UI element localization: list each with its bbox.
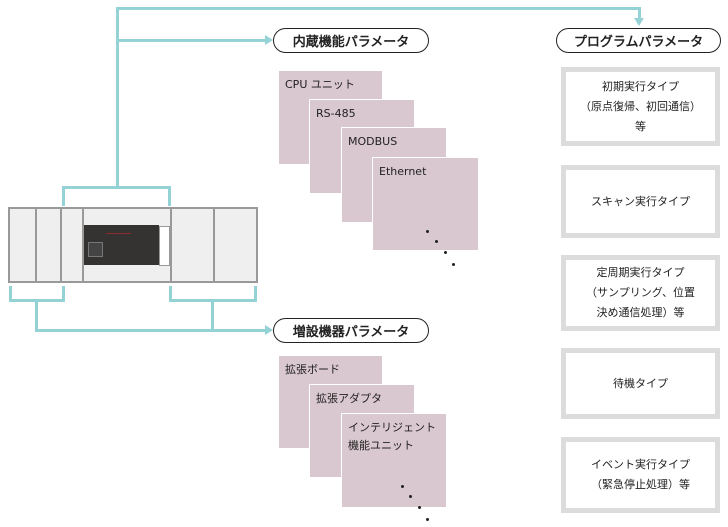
program-type-standby: 待機タイプ <box>561 348 720 419</box>
module-label: インテリジェント <box>348 421 436 434</box>
ellipsis-dot <box>401 485 404 488</box>
line: （サンプリング、位置 <box>586 286 695 299</box>
ellipsis-dot <box>409 495 412 498</box>
connector-line <box>168 186 171 206</box>
builtin-parameters-label: 内蔵機能パラメータ <box>273 28 429 53</box>
connector-line <box>254 286 257 301</box>
module-ethernet: Ethernet <box>372 157 479 251</box>
expansion-parameters-label: 増設機器パラメータ <box>273 318 429 343</box>
line: 定周期実行タイプ <box>596 266 685 279</box>
connector-line <box>638 7 641 19</box>
ellipsis-dot <box>452 263 455 266</box>
connector-line <box>116 7 641 10</box>
program-type-fixed-cycle: 定周期実行タイプ （サンプリング、位置決め通信処理）等 <box>561 255 720 331</box>
arrow-right-icon <box>265 325 273 335</box>
program-type-scan: スキャン実行タイプ <box>561 165 720 238</box>
cpu-panel <box>84 225 159 265</box>
connector-line <box>62 186 65 206</box>
line: （原点復帰、初回通信） <box>580 99 701 113</box>
line: 初期実行タイプ <box>602 79 679 93</box>
connector-line <box>116 39 266 42</box>
line: （緊急停止処理）等 <box>591 478 690 491</box>
connector-line <box>169 286 172 301</box>
program-parameters-label: プログラムパラメータ <box>556 28 721 53</box>
program-type-initial: 初期実行タイプ （原点復帰、初回通信） 等 <box>561 67 720 146</box>
connector-line <box>62 286 65 301</box>
line: スキャン実行タイプ <box>591 194 690 208</box>
plc-unit <box>8 207 258 283</box>
connector-line <box>35 300 38 331</box>
ellipsis-dot <box>444 251 447 254</box>
line: 決め通信処理）等 <box>596 306 685 319</box>
ellipsis-dot <box>426 230 429 233</box>
line: 等 <box>635 119 646 133</box>
line: イベント実行タイプ <box>591 458 690 471</box>
connector-line <box>35 329 266 332</box>
module-intelligent: インテリジェント機能ユニット <box>341 413 447 508</box>
ellipsis-dot <box>426 518 429 521</box>
connector-line <box>211 300 214 331</box>
ethernet-port-icon <box>88 242 103 257</box>
connector-line <box>9 286 12 301</box>
ellipsis-dot <box>435 240 438 243</box>
arrow-right-icon <box>265 35 273 45</box>
connector-line <box>116 8 119 188</box>
program-type-event: イベント実行タイプ （緊急停止処理）等 <box>561 437 720 513</box>
ellipsis-dot <box>418 506 421 509</box>
line: 待機タイプ <box>613 376 668 390</box>
arrow-down-icon <box>634 18 644 26</box>
module-label: 機能ユニット <box>348 439 414 452</box>
